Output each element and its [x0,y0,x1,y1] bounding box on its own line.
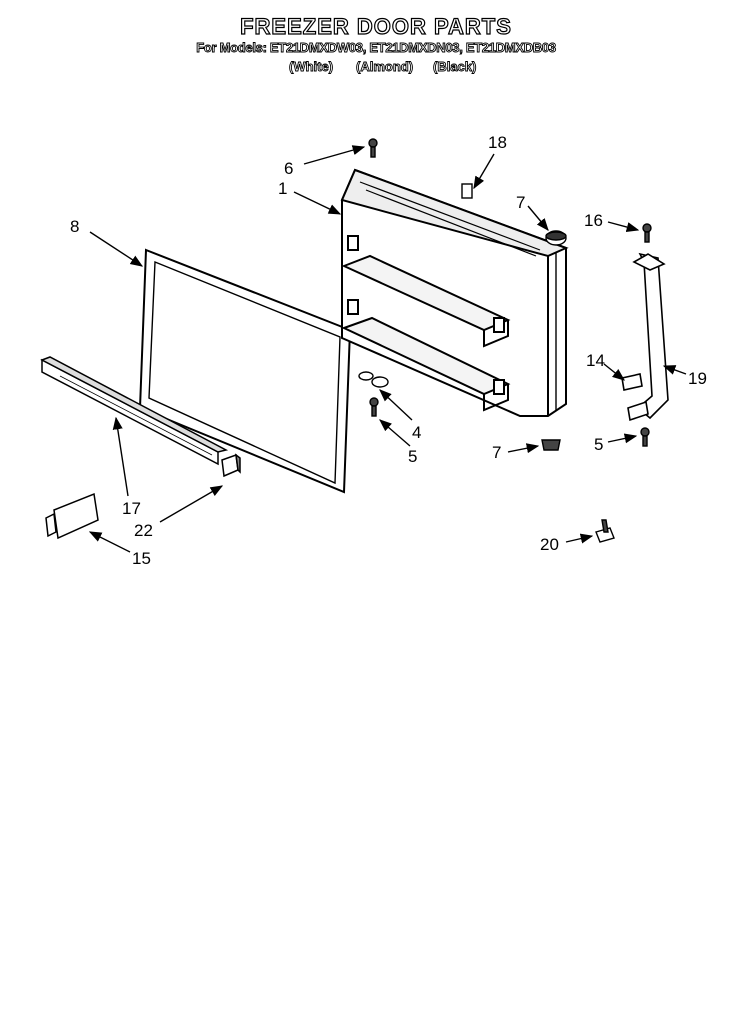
callout-6: 6 [284,159,293,178]
door-liner [340,168,569,417]
cover-plate [45,492,99,540]
callout-16: 16 [584,211,603,230]
callout-7-top: 7 [516,193,525,212]
callout-5-center: 5 [408,447,417,466]
door-gasket [138,248,352,494]
color-almond: (Almond) [356,59,414,75]
clip [221,453,241,478]
callout-20: 20 [540,535,559,554]
callout-1: 1 [278,179,287,198]
callout-18: 18 [488,133,507,152]
callout-17: 17 [122,499,141,518]
color-black: (Black) [433,59,477,75]
callout-5-right: 5 [594,435,603,454]
callout-22: 22 [134,521,153,540]
hinge-pin [358,371,389,388]
leader-lines [88,145,687,553]
shim [595,519,615,543]
tag [461,183,473,199]
callout-labels: 6 18 1 7 16 8 14 19 4 5 7 5 17 22 15 20 [70,133,707,568]
callout-15: 15 [132,549,151,568]
door-handle [621,252,669,422]
hole-plugs [541,230,567,451]
breaker-strip [40,356,229,466]
callout-19: 19 [688,369,707,388]
callout-7-bottom: 7 [492,443,501,462]
callout-4: 4 [412,423,421,442]
color-white: (White) [289,59,334,75]
callout-14: 14 [586,351,605,370]
models-line: For Models: ET21DMXDW03, ET21DMXDN03, ET… [196,40,557,56]
callout-8: 8 [70,217,79,236]
page-title: FREEZER DOOR PARTS [239,13,512,39]
screws [368,138,652,447]
